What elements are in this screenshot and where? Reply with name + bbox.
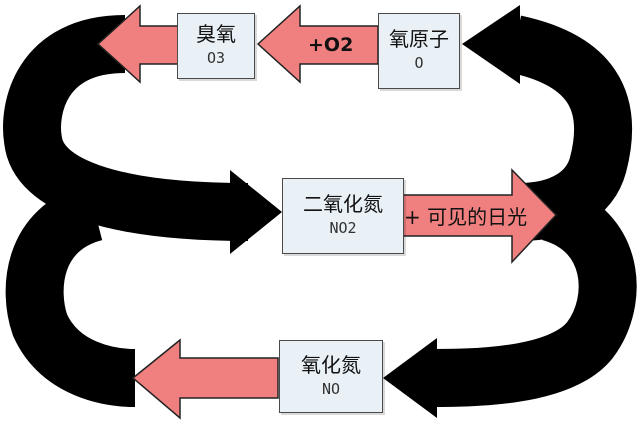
node-nitrogen-dioxide-name: 二氧化氮 bbox=[303, 192, 383, 217]
node-atomic-oxygen-name: 氧原子 bbox=[389, 27, 449, 52]
node-ozone-name: 臭氧 bbox=[196, 22, 236, 47]
node-ozone-formula: O3 bbox=[206, 49, 226, 68]
arrow-sunlight bbox=[402, 168, 558, 264]
node-ozone: 臭氧 O3 bbox=[177, 13, 255, 79]
reaction-label-sunlight: + 可见的日光 bbox=[404, 205, 528, 229]
node-nitric-oxide: 氧化氮 NO bbox=[279, 340, 383, 413]
cycle-right-lower-loop bbox=[429, 184, 637, 407]
node-nitrogen-dioxide: 二氧化氮 NO2 bbox=[282, 178, 404, 254]
node-atomic-oxygen: 氧原子 O bbox=[378, 13, 460, 89]
reaction-label-plus-o2: +O2 bbox=[308, 34, 354, 56]
cycle-arrowhead-middle bbox=[230, 170, 282, 254]
cycle-left-lower-loop bbox=[5, 183, 136, 407]
node-nitric-oxide-formula: NO bbox=[321, 379, 341, 398]
node-nitrogen-dioxide-formula: NO2 bbox=[329, 219, 357, 238]
cycle-arrowhead-top-right bbox=[462, 5, 520, 84]
cycle-band bbox=[3, 15, 637, 407]
node-atomic-oxygen-formula: O bbox=[414, 54, 424, 73]
node-nitric-oxide-name: 氧化氮 bbox=[301, 352, 361, 377]
cycle-left-upper-loop bbox=[3, 15, 249, 241]
cycle-arrowhead-bottom-right bbox=[383, 338, 437, 418]
arrow-nitric-oxide-left bbox=[131, 338, 279, 420]
